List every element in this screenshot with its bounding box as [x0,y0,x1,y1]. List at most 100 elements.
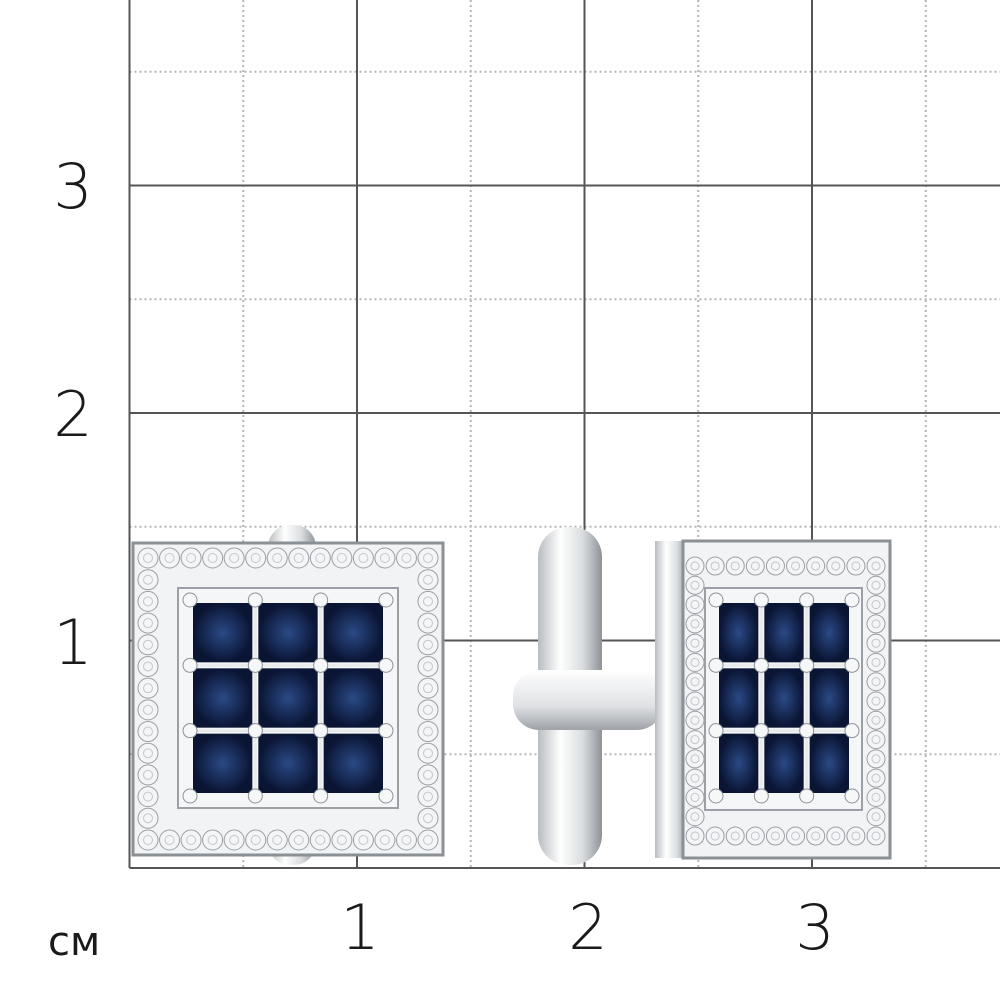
diamond-facet [690,638,700,648]
diamond-stone [846,556,866,576]
diamond-stone [725,826,745,846]
sapphire-stone [258,668,318,728]
diamond-stone [266,547,288,569]
diamond-stone [866,807,886,827]
diamond-facet [164,835,175,845]
diamond-facet [690,715,700,725]
diamond-stone [685,710,705,730]
diamond-stone [417,742,439,764]
diamond-facet [690,657,700,667]
diamond-facet [851,561,861,571]
diamond-stone [417,786,439,808]
diamond-stone [685,652,705,672]
diamond-facet [143,574,153,585]
diamond-stone [202,547,224,569]
diamond-facet [871,812,881,822]
diamond-stone [417,590,439,612]
diamond-stone [374,547,396,569]
diamond-stone [137,612,159,634]
diamond-facet [871,619,881,629]
diamond-stone [223,829,245,851]
diamond-facet [143,704,153,715]
sapphire-stone [719,733,759,793]
diamond-facet [143,769,153,780]
diamond-stone [685,749,705,769]
prong [708,788,724,804]
diamond-stone [352,829,374,851]
diamond-stone [685,614,705,634]
diamond-facet [423,813,433,824]
prong [247,657,263,673]
diamond-stone [245,547,267,569]
diamond-facet [358,553,369,563]
diamond-facet [143,618,153,629]
prong [247,788,263,804]
diamond-stone [137,547,159,569]
prong [844,657,860,673]
diamond-stone [309,829,331,851]
diamond-facet [272,553,283,563]
sapphire-stone [323,733,383,793]
x-label-1: 1 [340,891,380,964]
diamond-facet [229,835,240,845]
diamond-stone [180,547,202,569]
diamond-stone [137,764,159,786]
diamond-stone [137,742,159,764]
diamond-facet [143,596,153,607]
diamond-facet [690,561,700,571]
diamond-stone [866,556,886,576]
sapphire-stone [809,603,849,663]
diamond-stone [137,677,159,699]
diamond-stone [866,768,886,788]
right-toggle-bar [513,670,663,730]
diamond-stone [866,787,886,807]
sapphire-stone [809,733,849,793]
diamond-stone [786,826,806,846]
diamond-facet [143,813,153,824]
diamond-facet [315,835,326,845]
diamond-facet [811,831,821,841]
diamond-stone [417,764,439,786]
prong [799,657,815,673]
diamond-stone [417,699,439,721]
diamond-stone [866,672,886,692]
diamond-stone [806,826,826,846]
diamond-facet [871,638,881,648]
diamond-stone [395,829,417,851]
diamond-stone [417,721,439,743]
left-pave-border [137,547,439,851]
diamond-facet [423,835,433,845]
diamond-facet [293,553,304,563]
diamond-stone [866,691,886,711]
diamond-stone [417,569,439,591]
diamond-facet [358,835,369,845]
diamond-facet [690,696,700,706]
diamond-stone [137,829,159,851]
unit-label: см [48,919,101,965]
prong [182,657,198,673]
diamond-facet [423,748,433,759]
diamond-stone [685,556,705,576]
diamond-stone [866,575,886,595]
prong [247,723,263,739]
diamond-facet [710,831,720,841]
diamond-stone [685,807,705,827]
sapphire-stone [764,733,804,793]
diamond-facet [423,661,433,672]
prong [753,592,769,608]
diamond-stone [866,749,886,769]
diamond-facet [401,553,412,563]
diamond-stone [266,829,288,851]
diamond-stone [417,807,439,829]
prong [799,592,815,608]
diamond-stone [374,829,396,851]
diamond-stone [137,786,159,808]
diamond-stone [417,547,439,569]
diamond-stone [826,826,846,846]
diamond-facet [401,835,412,845]
diamond-facet [423,553,433,563]
diamond-stone [685,787,705,807]
diamond-facet [791,561,801,571]
right-sapphire-grid [708,592,860,804]
diamond-facet [730,561,740,571]
